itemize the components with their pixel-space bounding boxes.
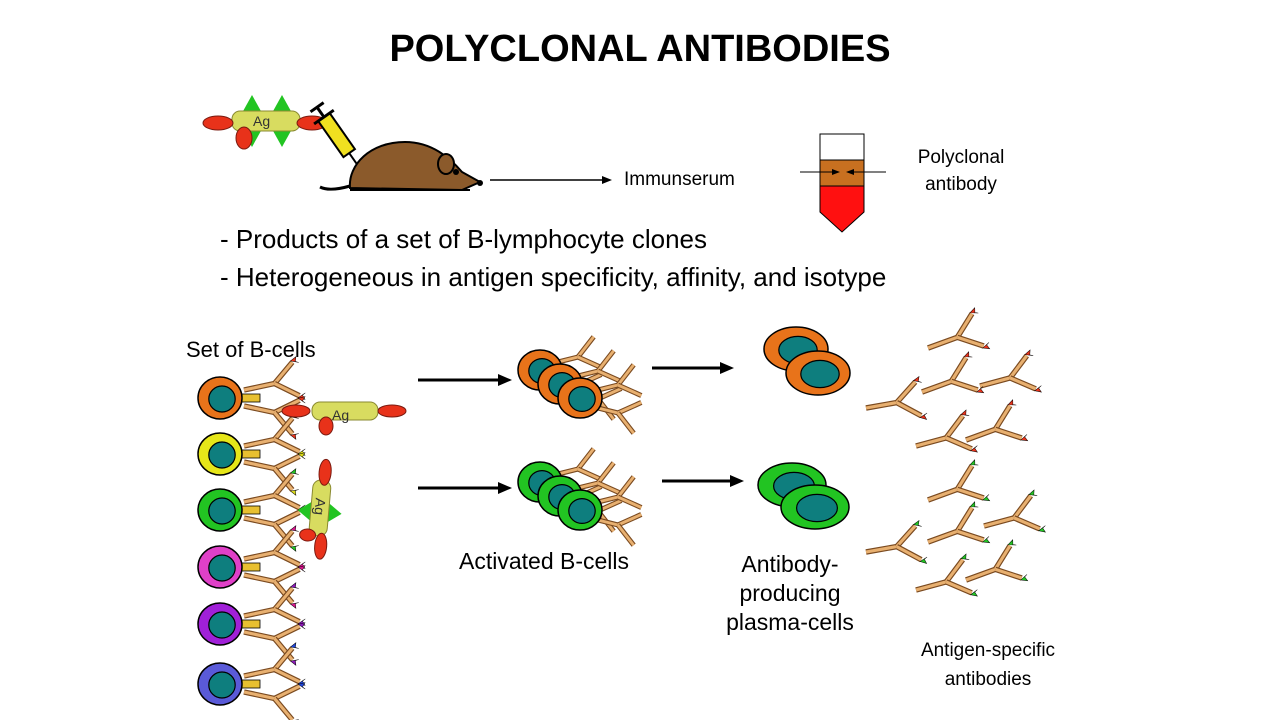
antibody-icon — [915, 409, 978, 453]
polyclonal-antibody-label: Polyclonal antibody — [917, 147, 1005, 195]
antigen-label-vertical: Ag — [311, 497, 328, 515]
antibody-icon — [921, 351, 985, 395]
b-cell-icon — [197, 376, 243, 420]
antigen-label-bottom: Ag — [332, 407, 349, 423]
antigen-icon: Ag — [297, 458, 342, 560]
antigen-label-top: Ag — [253, 113, 270, 129]
antibody-icon — [865, 519, 928, 564]
antibody-icon — [927, 501, 991, 545]
antibody-icon — [243, 452, 306, 496]
antibody-icon — [569, 349, 623, 384]
immunserum-label: Immunserum — [624, 169, 735, 190]
antibody-icon — [243, 356, 306, 400]
antibody-icon — [979, 349, 1042, 393]
b-cell-icon — [197, 488, 243, 532]
bullet-1: - Products of a set of B-lymphocyte clon… — [220, 224, 707, 254]
arrow-icon — [490, 176, 612, 184]
b-cell-icon — [197, 545, 243, 589]
antibody-icon — [965, 539, 1029, 583]
plasma-cells — [757, 326, 851, 530]
antibody-icon — [243, 682, 306, 720]
page-title: POLYCLONAL ANTIBODIES — [389, 28, 891, 70]
bullet-2: - Heterogeneous in antigen specificity, … — [220, 262, 887, 292]
antibody-icon — [927, 307, 991, 351]
antibody-icon — [915, 553, 978, 597]
arrow-icon — [418, 362, 744, 494]
antibody-icon — [243, 622, 306, 666]
antibody-icon — [589, 400, 643, 435]
syringe-icon — [309, 101, 364, 174]
antibody-icon — [589, 363, 643, 398]
antibody-icon — [243, 468, 306, 512]
antibody-icon — [865, 375, 928, 420]
b-cell-icon — [557, 489, 603, 531]
b-cell-icon — [785, 350, 851, 396]
antibody-icon — [983, 489, 1046, 533]
b-cell-icon — [780, 484, 850, 530]
antigen-specific-antibodies-label: Antigen-specific antibodies — [920, 640, 1056, 690]
antibody-icon — [927, 459, 991, 503]
activated-b-cells-label: Activated B-cells — [459, 548, 630, 574]
antibody-icon — [243, 582, 306, 626]
antibody-cluster — [865, 307, 1046, 597]
antigen-icon: Ag — [202, 95, 328, 150]
b-cell-column — [197, 356, 306, 720]
b-cell-icon — [557, 377, 603, 419]
test-tube-icon — [800, 133, 886, 233]
antigen-icon: Ag — [281, 401, 407, 436]
activated-b-cells — [517, 335, 643, 547]
b-cell-icon — [197, 602, 243, 646]
b-cell-icon — [197, 432, 243, 476]
set-of-b-cells-label: Set of B-cells — [186, 337, 316, 362]
antibody-icon — [243, 565, 306, 609]
b-cell-icon — [197, 662, 243, 706]
antibody-icon — [965, 399, 1029, 443]
plasma-cells-label: Antibody-producing plasma-cells — [726, 551, 854, 635]
antibody-icon — [243, 396, 306, 440]
antibody-icon — [243, 412, 306, 456]
mouse-icon — [319, 140, 483, 192]
